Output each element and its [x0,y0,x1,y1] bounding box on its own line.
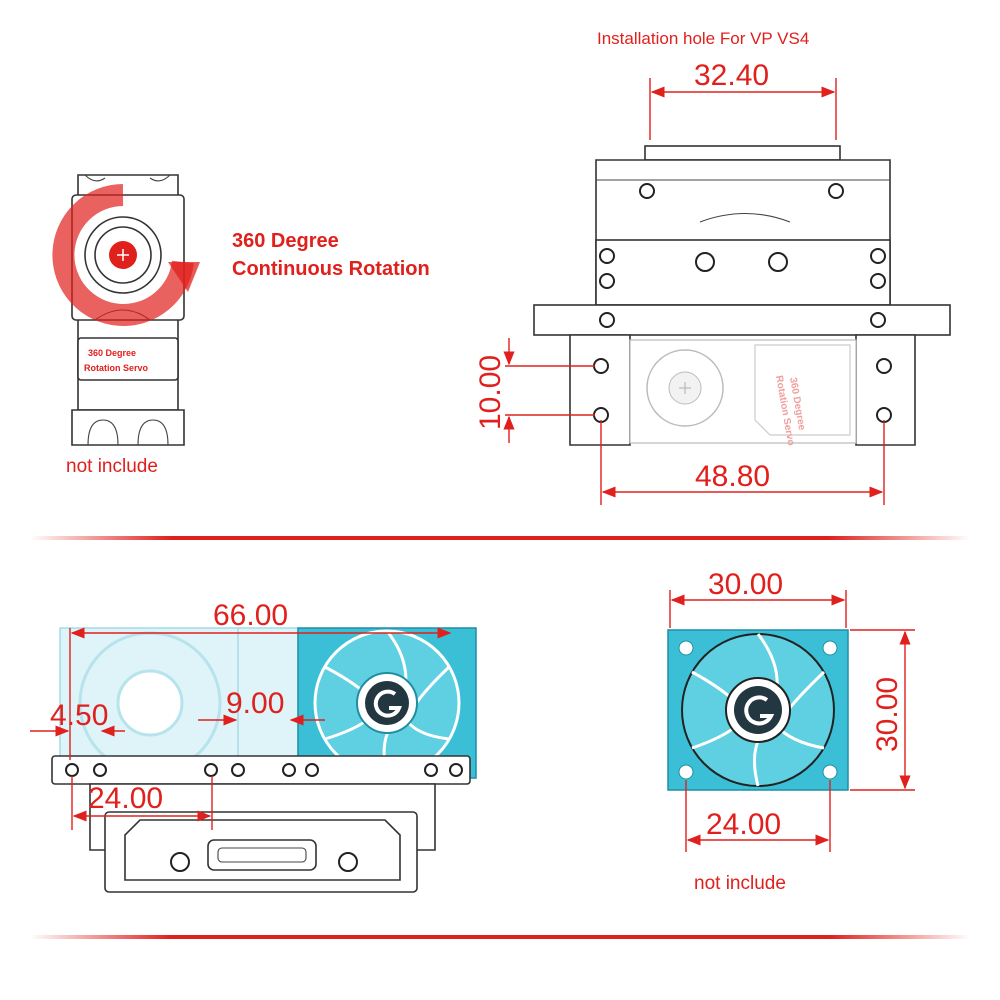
rotation-label-line2: Continuous Rotation [232,258,430,280]
dim-label-32-40: 32.40 [694,59,769,92]
not-include-note-servo: not include [66,456,158,477]
rotation-arrow-icon [52,184,194,326]
installation-hole-title: Installation hole For VP VS4 [597,29,809,48]
servo-front-view: 360 Degree Rotation Servo [52,174,200,446]
dim-label-30-00-height: 30.00 [871,677,904,752]
servo-label-line1: 360 Degree [88,348,136,358]
dim-label-66-00: 66.00 [213,599,288,632]
dim-label-9-00: 9.00 [226,687,284,720]
dim-label-30-00-width: 30.00 [708,568,783,601]
dim-label-48-80: 48.80 [695,460,770,493]
dim-label-10-00: 10.00 [474,355,507,430]
servo-label-line2: Rotation Servo [84,363,149,373]
dim-label-24-00-left: 24.00 [88,782,163,815]
not-include-note-fan: not include [694,873,786,894]
dim-label-4-50: 4.50 [50,699,108,732]
separator-bottom [30,935,970,939]
single-fan-icon [667,629,849,791]
bracket-front-view: 360 Degree Rotation Servo [533,145,951,447]
separator-top [30,536,970,540]
rotation-label-line1: 360 Degree [232,230,339,252]
dim-label-24-00-right: 24.00 [706,808,781,841]
dual-fan-assembly [51,627,477,893]
